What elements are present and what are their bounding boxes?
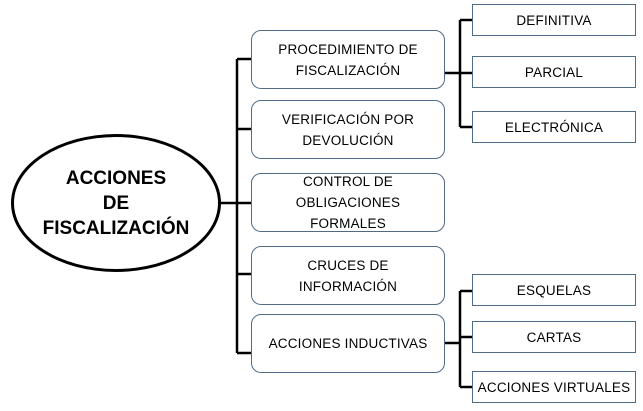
- leaf-cartas: CARTAS: [472, 321, 636, 353]
- node-label: PROCEDIMIENTO DE FISCALIZACIÓN: [278, 41, 418, 78]
- leaf-label: CARTAS: [526, 329, 582, 345]
- leaf-electronica: ELECTRÓNICA: [472, 111, 636, 143]
- node-verificacion: VERIFICACIÓN POR DEVOLUCIÓN: [251, 100, 445, 159]
- leaf-parcial: PARCIAL: [472, 56, 636, 88]
- node-procedimiento: PROCEDIMIENTO DE FISCALIZACIÓN: [251, 30, 445, 89]
- leaf-label: ESQUELAS: [516, 282, 592, 298]
- node-inductivas: ACCIONES INDUCTIVAS: [251, 314, 445, 373]
- root-node: ACCIONES DE FISCALIZACIÓN: [11, 134, 221, 272]
- root-label: ACCIONES DE FISCALIZACIÓN: [42, 167, 190, 239]
- node-label: CONTROL DE OBLIGACIONES FORMALES: [295, 174, 401, 231]
- leaf-label: DEFINITIVA: [516, 12, 592, 28]
- leaf-definitiva: DEFINITIVA: [472, 4, 636, 36]
- leaf-label: ELECTRÓNICA: [504, 119, 604, 135]
- node-label: CRUCES DE INFORMACIÓN: [298, 257, 398, 294]
- leaf-esquelas: ESQUELAS: [472, 274, 636, 306]
- leaf-label: PARCIAL: [524, 64, 584, 80]
- leaf-label: ACCIONES VIRTUALES: [477, 379, 631, 395]
- node-label: ACCIONES INDUCTIVAS: [268, 336, 428, 351]
- node-cruces: CRUCES DE INFORMACIÓN: [251, 246, 445, 305]
- node-control: CONTROL DE OBLIGACIONES FORMALES: [251, 173, 445, 232]
- leaf-acciones-virtuales: ACCIONES VIRTUALES: [472, 371, 636, 403]
- node-label: VERIFICACIÓN POR DEVOLUCIÓN: [281, 111, 415, 148]
